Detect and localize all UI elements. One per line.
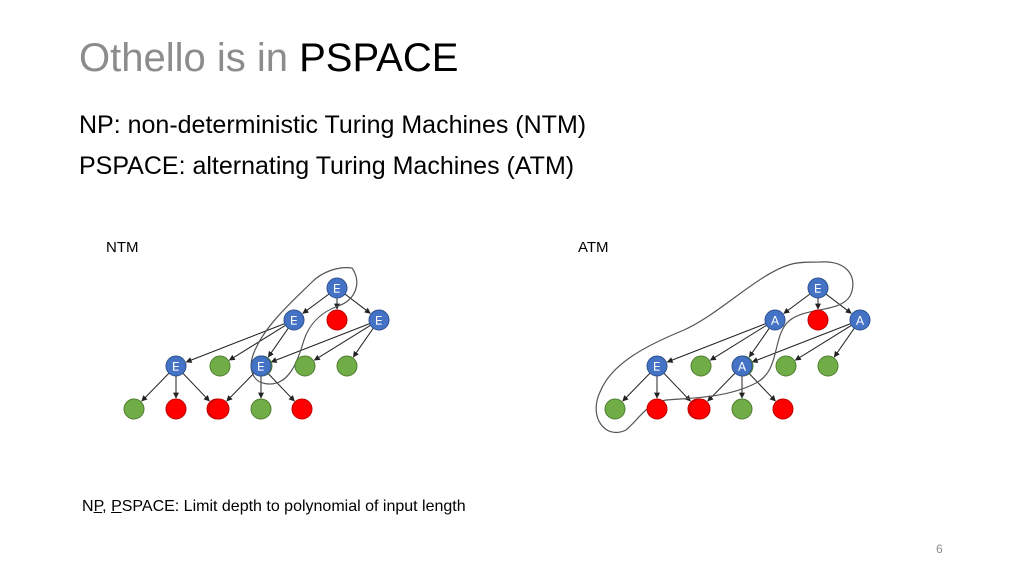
tree-edge xyxy=(709,324,767,361)
tree-edge xyxy=(663,372,691,402)
tree-edge xyxy=(344,293,371,314)
tree-edge xyxy=(825,293,852,314)
bullet-np: NP: non-deterministic Turing Machines (N… xyxy=(79,111,587,139)
exists-symbol: ∃ xyxy=(172,359,180,373)
exists-symbol: ∃ xyxy=(814,281,822,295)
tree-edges xyxy=(141,293,855,402)
exists-node xyxy=(368,309,390,331)
tree-edge xyxy=(228,324,286,361)
forall-symbol: ∀ xyxy=(770,313,779,327)
green-node xyxy=(123,398,145,420)
red-node xyxy=(326,309,348,331)
red-node xyxy=(646,398,668,420)
exists-symbol: ∃ xyxy=(375,313,383,327)
exists-node xyxy=(326,277,348,299)
footnote-p-underlined: P xyxy=(93,498,103,515)
tree-edge xyxy=(267,372,295,402)
green-node xyxy=(250,398,272,420)
green-node xyxy=(294,355,316,377)
tree-edge xyxy=(748,327,770,358)
tree-edge xyxy=(707,372,736,402)
footnote: NP, PSPACE: Limit depth to polynomial of… xyxy=(82,497,466,517)
bullet-pspace: PSPACE: alternating Turing Machines (ATM… xyxy=(79,152,575,180)
tree-edge xyxy=(751,323,851,363)
exists-symbol: ∃ xyxy=(290,313,298,327)
tree-edge xyxy=(226,372,255,402)
footnote-sep: , xyxy=(102,498,112,515)
tree-edge xyxy=(622,372,651,402)
title-plain: Othello is in xyxy=(79,36,300,80)
green-node xyxy=(775,355,797,377)
exists-node xyxy=(165,355,187,377)
tree-edge xyxy=(182,372,210,402)
green-node xyxy=(336,355,358,377)
slide-title: Othello is in PSPACE xyxy=(79,34,458,82)
page-number: 6 xyxy=(936,542,943,556)
forall-node xyxy=(849,309,871,331)
red-node xyxy=(165,398,187,420)
tree-edge xyxy=(794,324,852,361)
tree-edge xyxy=(302,293,330,314)
red-node xyxy=(208,398,230,420)
exists-node xyxy=(646,355,668,377)
exists-node xyxy=(807,277,829,299)
tree-edge xyxy=(666,323,766,363)
green-node xyxy=(209,355,231,377)
forall-node xyxy=(764,309,786,331)
tree-nodes: ∃ ∃ ∃ ∃ ∃ ∃ ∀ ∀ ∀ ∃ xyxy=(123,277,871,420)
exists-symbol: ∃ xyxy=(333,281,341,295)
tree-edge xyxy=(270,323,370,363)
red-node xyxy=(807,309,829,331)
tree-label-atm: ATM xyxy=(578,239,609,256)
green-node xyxy=(817,355,839,377)
tree-edge xyxy=(185,323,285,363)
tree-edge xyxy=(783,293,811,314)
exists-node xyxy=(283,309,305,331)
green-node xyxy=(731,398,753,420)
tree-edge xyxy=(267,327,289,358)
tree-edge xyxy=(313,324,371,361)
footnote-p2-underlined: P xyxy=(111,498,122,515)
footnote-n: N xyxy=(82,498,94,515)
tree-label-ntm: NTM xyxy=(106,239,139,256)
exists-symbol: ∃ xyxy=(653,359,661,373)
red-node xyxy=(689,398,711,420)
ntm-path-outline xyxy=(250,267,358,385)
tree-edge xyxy=(833,327,855,358)
green-node xyxy=(604,398,626,420)
tree-edge xyxy=(748,372,776,402)
footnote-rest: SPACE: Limit depth to polynomial of inpu… xyxy=(121,498,466,515)
green-node xyxy=(690,355,712,377)
exists-symbol: ∃ xyxy=(257,359,265,373)
forall-symbol: ∀ xyxy=(855,313,864,327)
red-node xyxy=(291,398,313,420)
tree-edge xyxy=(141,372,170,402)
exists-node xyxy=(250,355,272,377)
forall-node xyxy=(731,355,753,377)
tree-edge xyxy=(352,327,374,358)
red-node xyxy=(772,398,794,420)
forall-symbol: ∀ xyxy=(737,359,746,373)
title-highlight: PSPACE xyxy=(299,36,459,80)
